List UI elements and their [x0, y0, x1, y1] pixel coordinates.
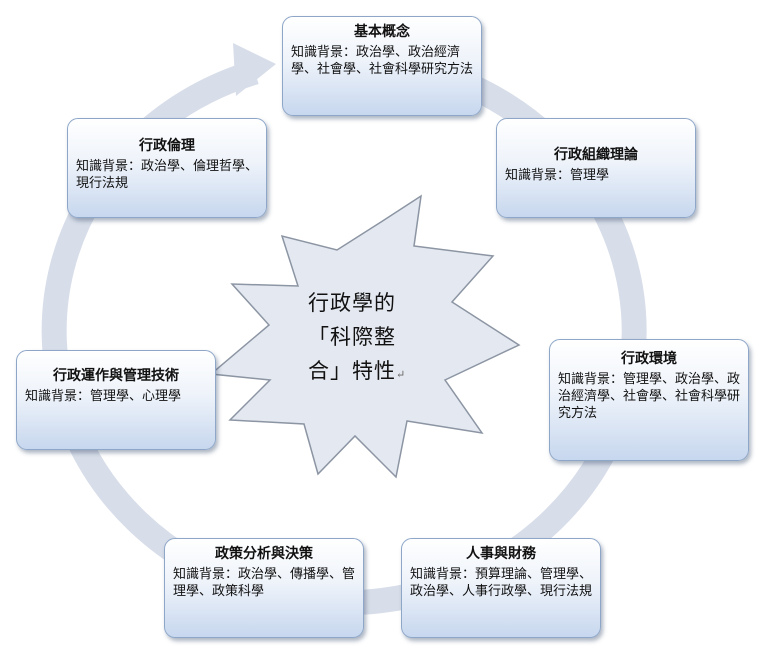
- node-administrative-environment: 行政環境 知識背景：管理學、政治學、政治經濟學、社會學、社會科學研究方法: [549, 339, 749, 461]
- node-policy-analysis: 政策分析與決策 知識背景：政治學、傳播學、管理學、政策科學: [164, 538, 364, 638]
- node-administrative-environment-body: 知識背景：管理學、政治學、政治經濟學、社會學、社會科學研究方法: [558, 372, 741, 421]
- node-administrative-ethics-title: 行政倫理: [139, 138, 195, 154]
- node-basic-concepts-title: 基本概念: [354, 24, 410, 40]
- cycle-arrowhead: [233, 43, 276, 96]
- center-label-line-1: 行政學的: [308, 291, 396, 315]
- node-personnel-finance-title: 人事與財務: [466, 546, 536, 562]
- center-label: 行政學的 「科際整 合」特性↵: [308, 286, 438, 392]
- node-policy-analysis-title: 政策分析與決策: [215, 546, 313, 562]
- node-administrative-ethics: 行政倫理 知識背景：政治學、倫理哲學、現行法規: [67, 118, 267, 218]
- node-basic-concepts: 基本概念 知識背景：政治學、政治經濟學、社會學、社會科學研究方法: [282, 16, 482, 116]
- node-operations-management-body: 知識背景：管理學、心理學: [25, 389, 182, 404]
- node-organization-theory-title: 行政組織理論: [554, 147, 638, 163]
- node-administrative-environment-title: 行政環境: [621, 351, 677, 367]
- center-label-line-2: 「科際整: [308, 325, 396, 349]
- node-operations-management: 行政運作與管理技術 知識背景：管理學、心理學: [16, 350, 216, 450]
- center-burst-shape: [209, 194, 521, 479]
- node-policy-analysis-body: 知識背景：政治學、傳播學、管理學、政策科學: [173, 567, 356, 599]
- node-administrative-ethics-body: 知識背景：政治學、倫理哲學、現行法規: [76, 159, 259, 191]
- node-operations-management-title: 行政運作與管理技術: [53, 368, 179, 384]
- return-mark-icon: ↵: [396, 368, 407, 381]
- center-label-line-3: 合」特性↵: [308, 354, 438, 392]
- node-personnel-finance-body: 知識背景：預算理論、管理學、政治學、人事行政學、現行法規: [410, 567, 593, 599]
- node-basic-concepts-body: 知識背景：政治學、政治經濟學、社會學、社會科學研究方法: [291, 45, 474, 77]
- node-organization-theory: 行政組織理論 知識背景：管理學: [496, 118, 696, 218]
- node-personnel-finance: 人事與財務 知識背景：預算理論、管理學、政治學、人事行政學、現行法規: [401, 538, 601, 638]
- node-organization-theory-body: 知識背景：管理學: [505, 168, 610, 183]
- center-label-line-3-text: 合」特性: [308, 359, 396, 383]
